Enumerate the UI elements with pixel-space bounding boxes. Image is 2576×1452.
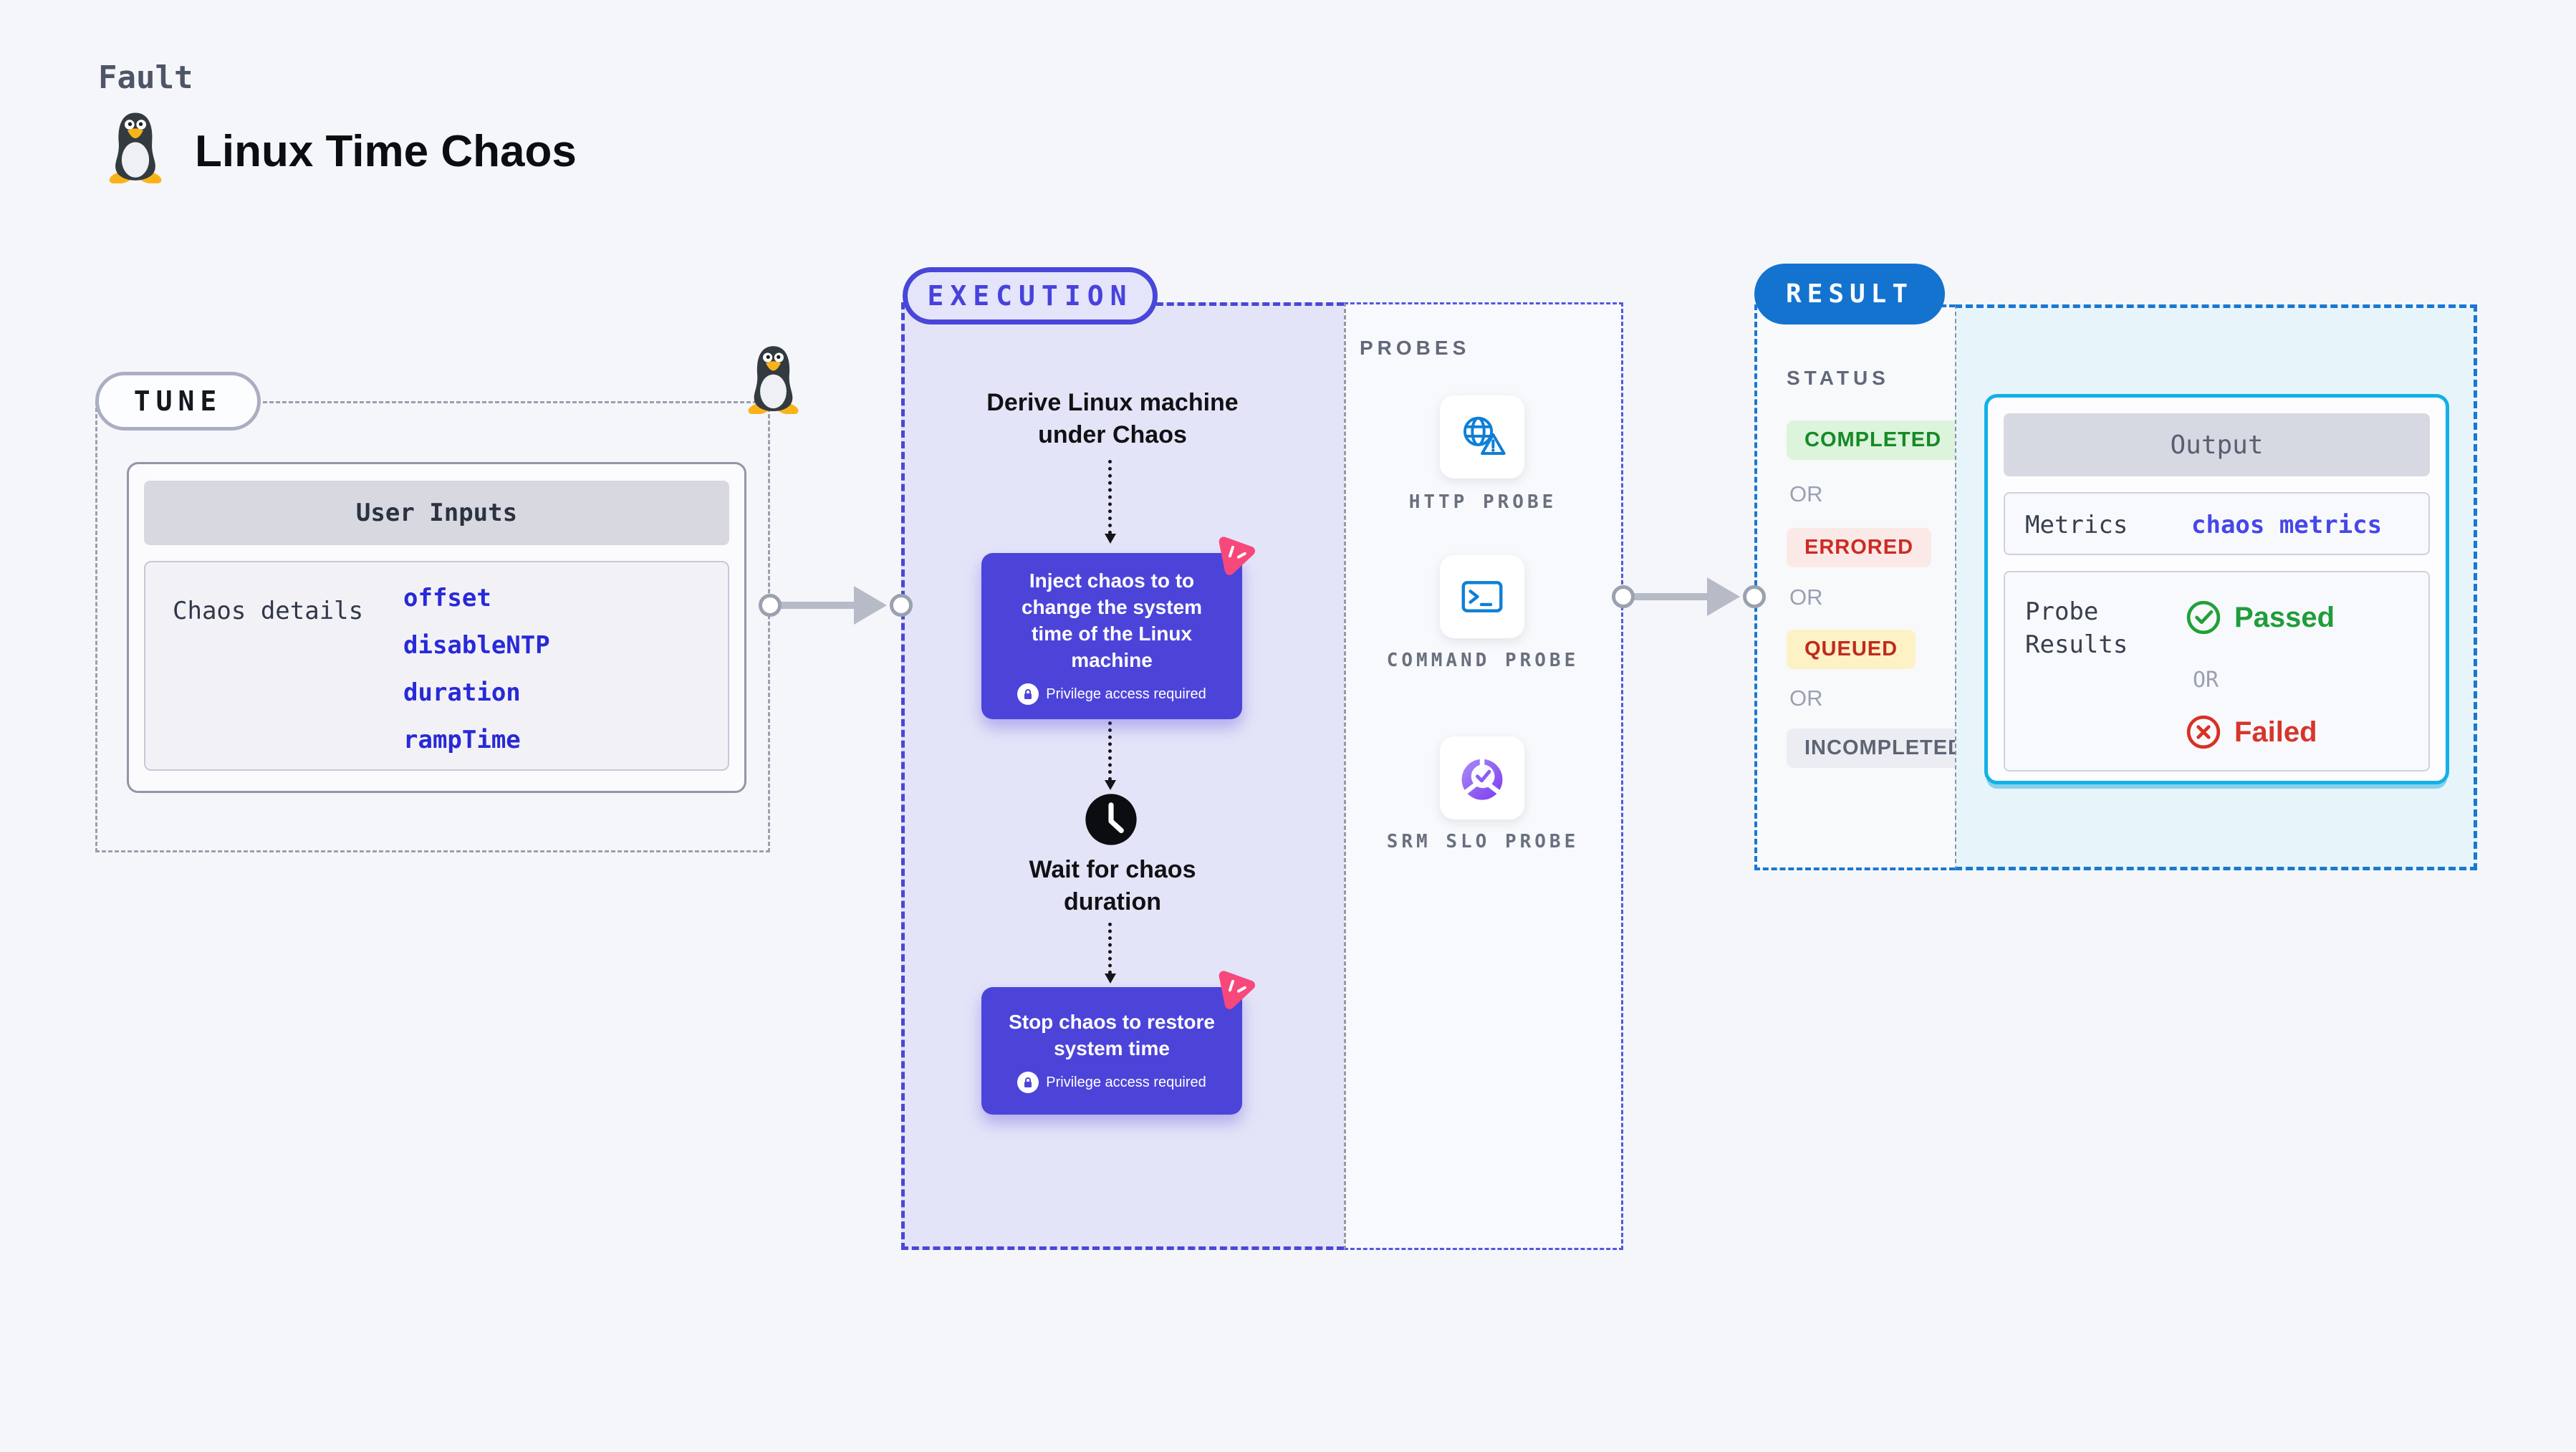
status-badge-completed: COMPLETED [1787,420,1960,460]
tux-penguin-icon [109,112,162,183]
command-probe-card[interactable] [1440,555,1524,638]
stop-chaos-label: Stop chaos to restore system time [1009,1011,1215,1059]
or-separator: OR [2193,668,2219,693]
status-heading: STATUS [1787,367,1890,389]
flow-arrow-down-icon [1105,923,1116,984]
privilege-label: Privilege access required [1046,686,1206,702]
link-offset[interactable]: offset [403,584,491,612]
connector-node-icon [890,594,913,617]
http-globe-warning-icon [1463,416,1506,455]
http-probe-label: HTTP PROBE [1408,491,1557,513]
x-circle-icon [2186,715,2221,749]
link-duration[interactable]: duration [403,678,521,707]
arrow-head-icon [854,586,887,625]
tune-section-box [95,401,770,852]
check-circle-icon [2186,600,2221,635]
chaos-pink-icon [1219,971,1255,1009]
flow-arrow-down-icon [1105,460,1116,544]
privilege-badge: Privilege access required [1017,683,1206,705]
privilege-badge: Privilege access required [1017,1072,1206,1093]
connector-node-icon [1612,585,1635,608]
srm-slo-probe-card[interactable] [1440,736,1524,819]
probes-heading: PROBES [1360,337,1471,359]
stop-chaos-card: Stop chaos to restore system time Privil… [981,987,1242,1115]
metrics-label: Metrics [2025,511,2128,539]
link-disablentp[interactable]: disableNTP [403,631,550,660]
inject-chaos-label: Inject chaos to to change the system tim… [1021,569,1203,671]
status-badge-queued: QUEUED [1787,630,1916,669]
or-separator: OR [1789,686,1823,711]
user-inputs-header: User Inputs [144,481,729,545]
page-title: Linux Time Chaos [195,127,577,176]
command-probe-label: COMMAND PROBE [1386,650,1580,671]
failed-result: Failed [2186,714,2317,750]
http-probe-card[interactable] [1440,395,1524,479]
tux-penguin-small-icon [748,346,799,414]
or-separator: OR [1789,585,1823,610]
fault-eyebrow-label: Fault [98,59,193,96]
inject-chaos-card: Inject chaos to to change the system tim… [981,553,1242,719]
or-separator: OR [1789,481,1823,506]
srm-slo-probe-label: SRM SLO PROBE [1386,831,1580,852]
output-card: Output Metrics chaos metrics Probe Resul… [1984,394,2449,784]
status-badge-errored: ERRORED [1787,528,1932,567]
terminal-icon [1461,581,1503,612]
passed-label: Passed [2234,601,2335,633]
failed-label: Failed [2234,716,2317,748]
link-ramptime[interactable]: rampTime [403,726,521,754]
lock-icon [1017,683,1039,705]
connector-node-icon [1743,585,1766,608]
flow-arrow-down-icon [1105,701,1116,790]
clock-icon [1085,794,1137,845]
lock-icon [1017,1072,1039,1093]
step-derive-label: Derive Linux machine under Chaos [986,389,1239,448]
chaos-pink-icon [1219,537,1255,575]
result-status-box: STATUS COMPLETED OR ERRORED OR QUEUED OR… [1754,304,1982,870]
output-header: Output [2004,413,2430,476]
result-pill: RESULT [1754,264,1945,324]
step-wait-label: Wait for chaos duration [1029,856,1196,915]
arrow-head-icon [1707,577,1740,616]
metrics-row: Metrics chaos metrics [2004,492,2430,555]
probe-results-row: Probe Results Passed OR Failed [2004,571,2430,771]
passed-result: Passed [2186,600,2335,635]
privilege-label: Privilege access required [1046,1074,1206,1090]
execution-pill: EXECUTION [903,267,1158,324]
user-inputs-table: Chaos details offset disableNTP duration… [144,561,729,771]
arrow-line [780,602,873,609]
chaos-metrics-link[interactable]: chaos metrics [2191,511,2383,539]
arrow-line [1633,593,1726,600]
probe-results-label: Probe Results [2025,597,2128,659]
connector-node-icon [759,594,782,617]
user-inputs-card: User Inputs Chaos details offset disable… [127,462,746,793]
status-badge-incompleted: INCOMPLETED [1787,729,1982,768]
tune-pill: TUNE [95,372,261,431]
chaos-details-label: Chaos details [173,597,364,625]
slo-pie-check-icon [1461,757,1503,800]
